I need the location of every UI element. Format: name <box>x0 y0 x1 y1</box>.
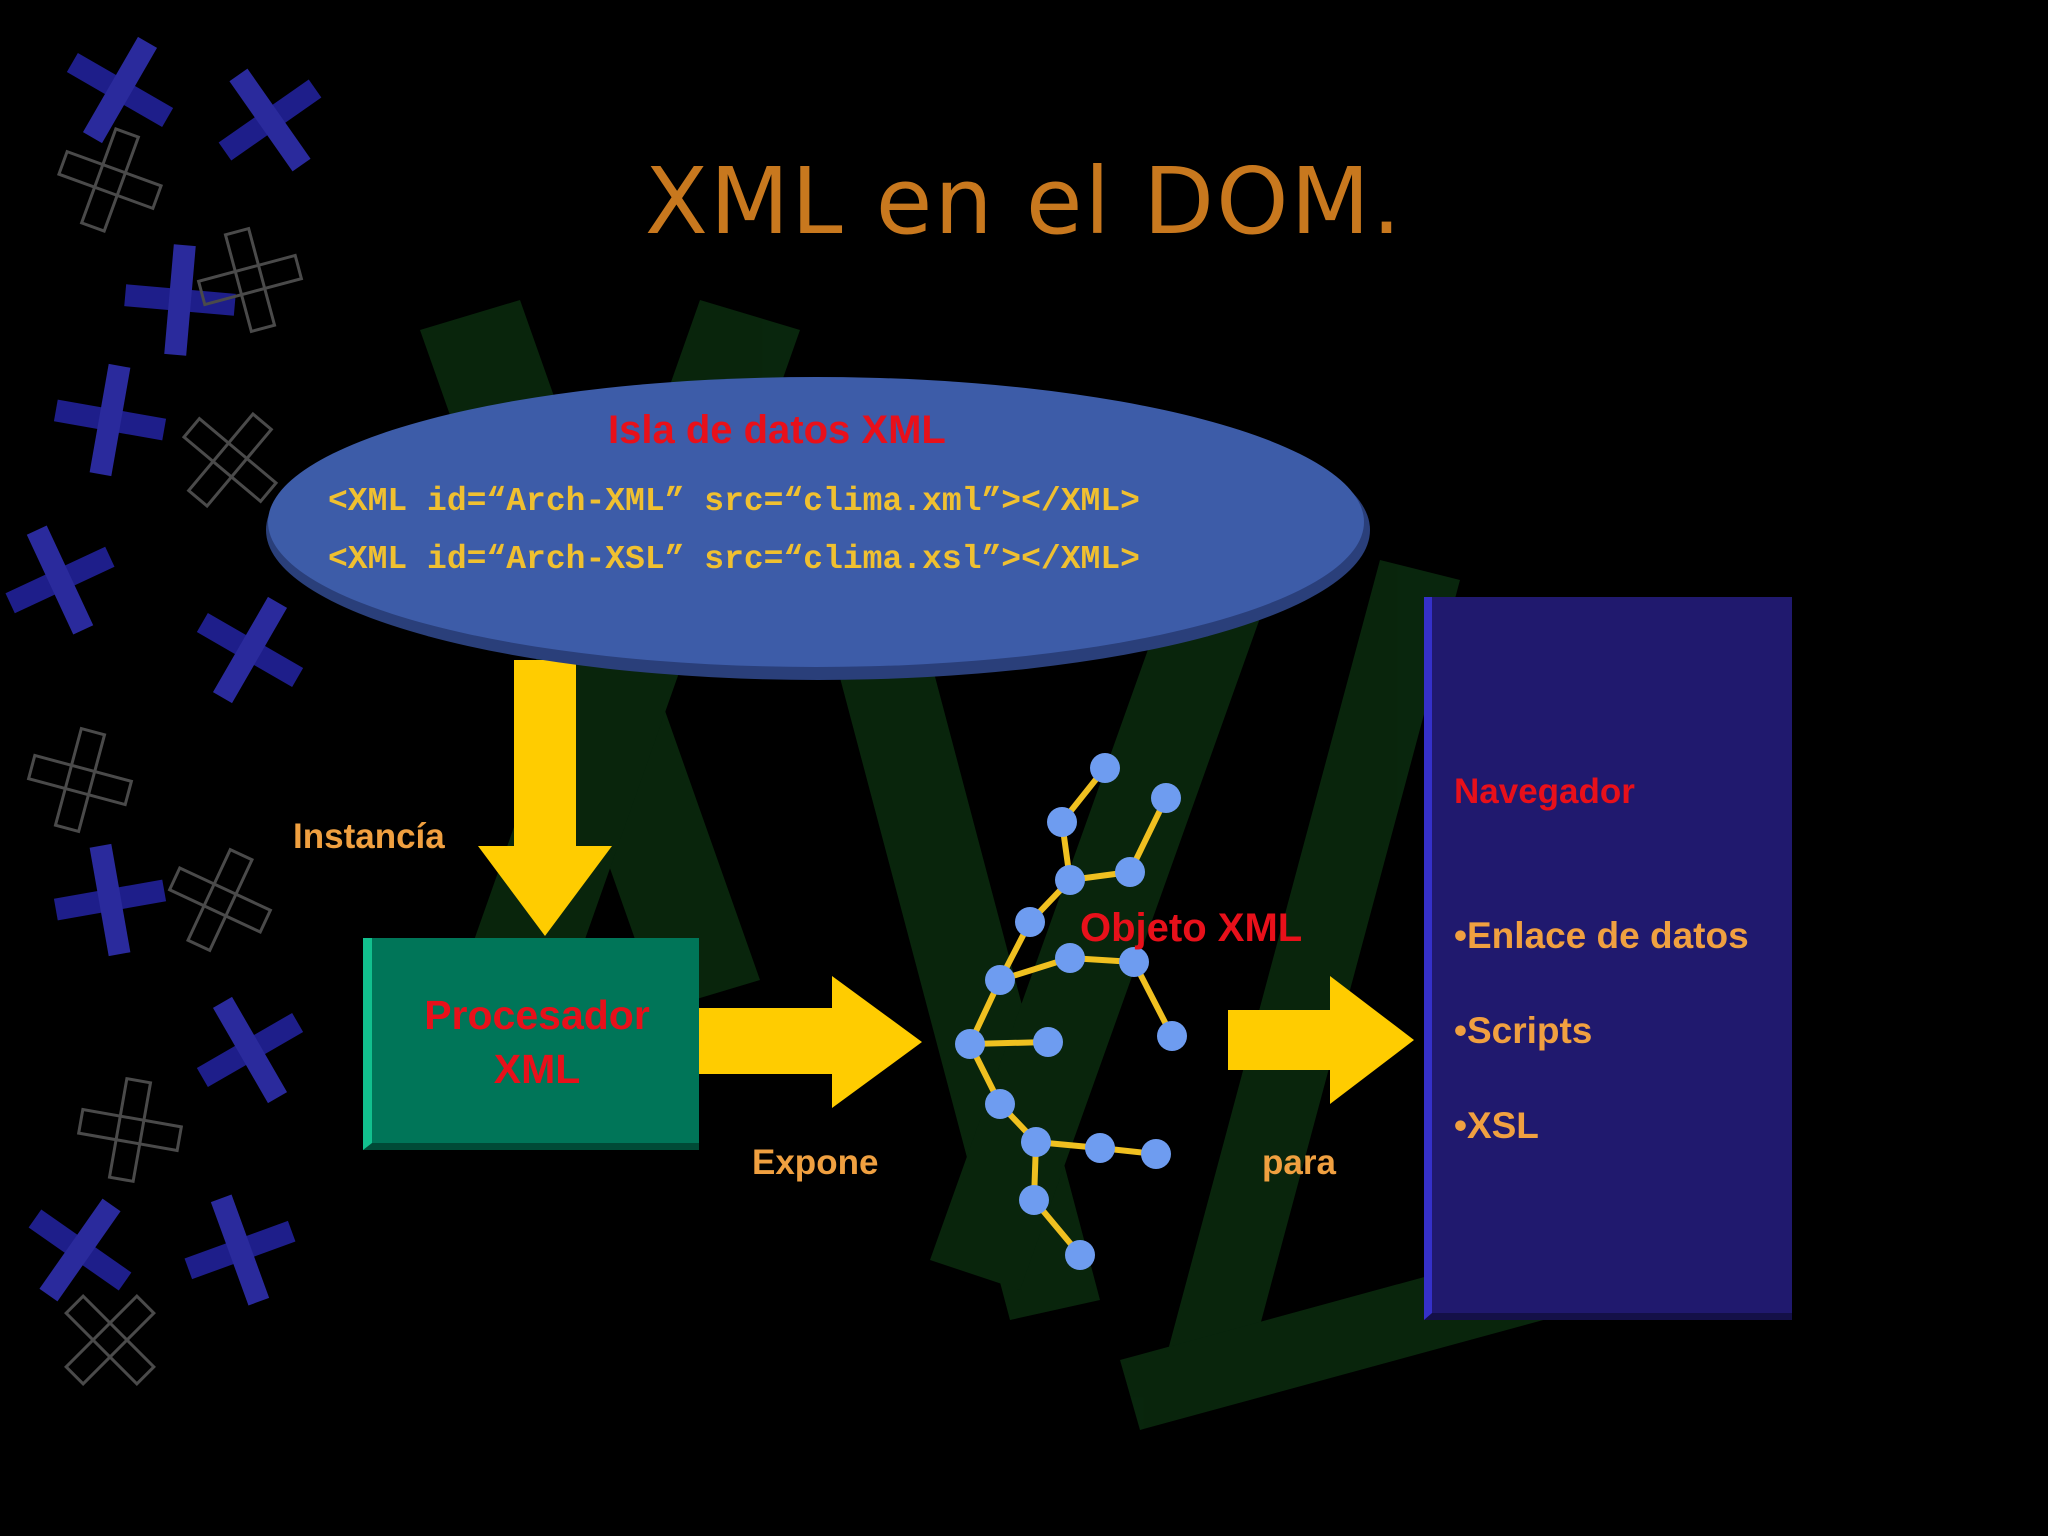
tree-node <box>1157 1021 1187 1051</box>
browser-panel <box>1424 597 1792 1320</box>
tree-node <box>1085 1133 1115 1163</box>
tree-node <box>1047 807 1077 837</box>
xml-object-label: Objeto XML <box>1080 906 1303 950</box>
tree-node <box>1055 865 1085 895</box>
tree-node <box>1065 1240 1095 1270</box>
processor-label: Procesador XML <box>372 988 702 1096</box>
tree-node <box>1115 857 1145 887</box>
para-label: para <box>1262 1143 1336 1182</box>
tree-node <box>1033 1027 1063 1057</box>
browser-heading: Navegador <box>1454 772 1635 811</box>
slide-title: XML en el DOM. <box>644 148 1404 255</box>
data-island-heading: Isla de datos XML <box>608 408 946 452</box>
processor-label-line-1: Procesador <box>424 992 650 1038</box>
tree-node <box>1141 1139 1171 1169</box>
tree-node <box>1019 1185 1049 1215</box>
tree-node <box>1021 1127 1051 1157</box>
instancia-label: Instancía <box>293 817 445 856</box>
data-island-line-2: <XML id=“Arch-XSL” src=“clima.xsl”></XML… <box>328 541 1140 578</box>
expone-label: Expone <box>752 1143 879 1182</box>
tree-node <box>1055 943 1085 973</box>
tree-node <box>1119 947 1149 977</box>
browser-item-data-binding: •Enlace de datos <box>1454 915 1749 956</box>
data-island-line-1: <XML id=“Arch-XML” src=“clima.xml”></XML… <box>328 483 1140 520</box>
tree-node <box>955 1029 985 1059</box>
tree-node <box>985 1089 1015 1119</box>
browser-item-xsl: •XSL <box>1454 1105 1539 1146</box>
tree-node <box>1151 783 1181 813</box>
para-arrow <box>1228 976 1414 1104</box>
browser-item-scripts: •Scripts <box>1454 1010 1593 1051</box>
tree-node <box>985 965 1015 995</box>
expone-arrow <box>699 976 922 1108</box>
processor-box <box>363 938 699 1150</box>
data-island-ellipse <box>268 377 1364 667</box>
tree-node <box>1015 907 1045 937</box>
processor-label-line-2: XML <box>493 1046 581 1092</box>
instancia-arrow <box>478 660 612 936</box>
tree-node <box>1090 753 1120 783</box>
xml-object-tree <box>955 753 1187 1270</box>
